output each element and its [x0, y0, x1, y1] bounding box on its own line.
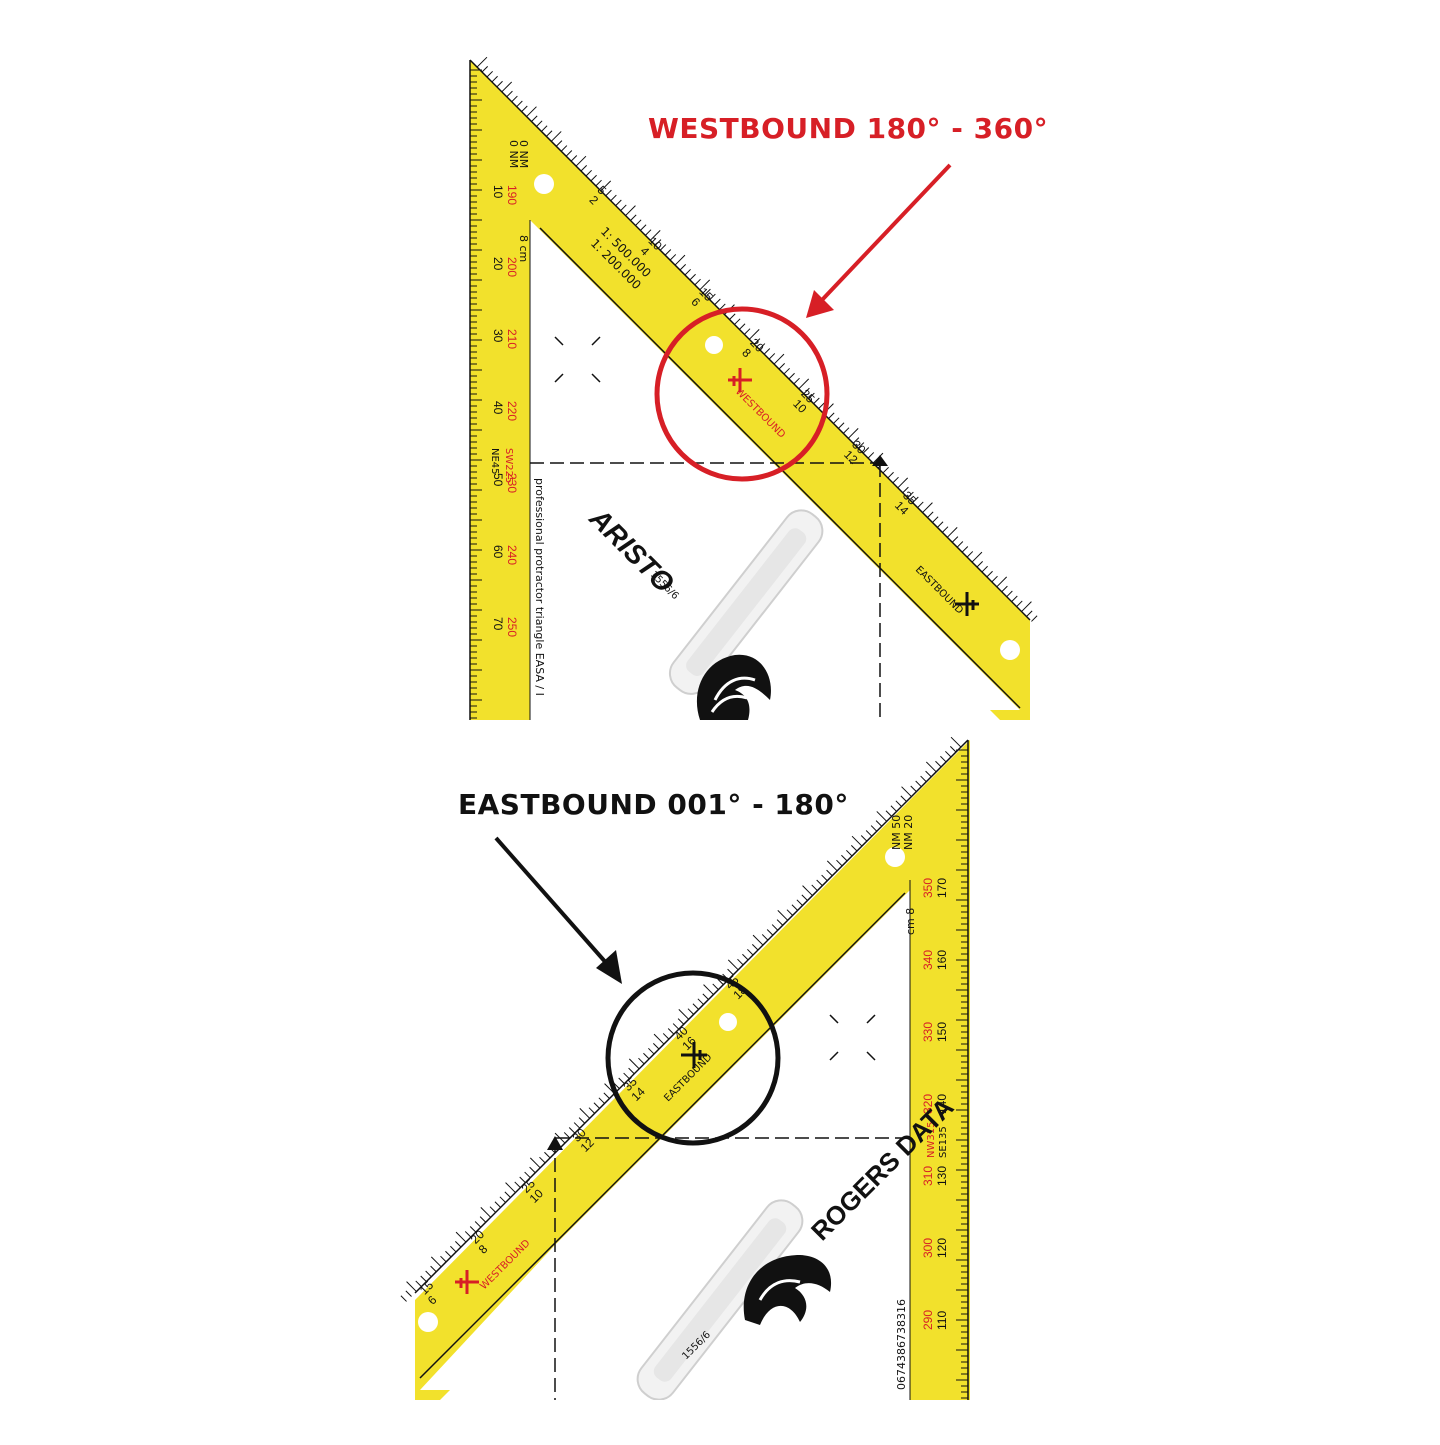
crosshair-icon	[829, 1014, 876, 1061]
compass-degree-label: 350	[921, 878, 935, 898]
nm-label: 0 NM	[517, 140, 530, 168]
compass-degree-label: 50	[491, 473, 505, 487]
direction-label: NW315	[926, 1122, 937, 1158]
compass-degree-label: 120	[935, 1238, 949, 1258]
nm-label: NM 20	[902, 815, 915, 850]
westbound-highlight-circle	[654, 306, 830, 482]
westbound-callout: WESTBOUND 180° - 360°	[648, 112, 1049, 145]
subtitle-label: professional protractor triangle EASA / …	[533, 478, 546, 696]
handle-icon	[668, 509, 824, 695]
compass-degree-label: 240	[505, 545, 519, 565]
eagle-logo-icon	[743, 1255, 832, 1325]
compass-degree-label: 340	[921, 950, 935, 970]
hole-icon	[719, 1013, 737, 1031]
compass-degree-label: 320	[921, 1094, 935, 1114]
compass-degree-label: 230	[505, 473, 519, 493]
cm-label: 8 cm	[517, 235, 530, 262]
eastbound-arrow-icon	[494, 836, 622, 984]
compass-degree-label: 60	[491, 545, 505, 559]
eastbound-plane-icon	[681, 1042, 707, 1068]
compass-degree-label: 330	[921, 1022, 935, 1042]
compass-degree-label: 300	[921, 1238, 935, 1258]
direction-label: NE45	[489, 448, 500, 475]
westbound-plane-icon	[455, 1270, 479, 1294]
hole-icon	[705, 336, 723, 354]
cm-label: cm 8	[904, 908, 917, 935]
hole-icon	[885, 847, 905, 867]
eastbound-highlight-circle	[605, 970, 781, 1146]
compass-degree-label: 290	[921, 1310, 935, 1330]
hole-icon	[1000, 640, 1020, 660]
hole-icon	[418, 1312, 438, 1332]
westbound-plane-icon	[728, 368, 752, 392]
compass-degree-label: 220	[505, 401, 519, 421]
nm-label: NM 50	[890, 815, 903, 850]
crosshair-icon	[554, 336, 601, 383]
compass-degree-label: 70	[491, 617, 505, 631]
bottom-protractor: EASTBOUND WESTBOUND NM 50 NM 20 cm 8 290…	[400, 736, 970, 1400]
compass-degree-label: 10	[491, 185, 505, 199]
direction-label: SE135	[938, 1126, 949, 1158]
compass-degree-label: 160	[935, 950, 949, 970]
top-protractor: WESTBOUND EASTBOUND 1: 500.000 1: 200.00…	[469, 56, 1038, 720]
compass-degree-label: 210	[505, 329, 519, 349]
compass-degree-label: 140	[935, 1094, 949, 1114]
compass-degree-label: 110	[935, 1311, 949, 1330]
nm-label: 0 NM	[507, 140, 520, 168]
barcode-label: 0674386738316	[895, 1299, 908, 1390]
direction-label: SW225	[503, 448, 514, 483]
compass-degree-label: 200	[505, 257, 519, 277]
westbound-arrow-icon	[806, 163, 952, 318]
eagle-logo-icon	[696, 654, 771, 720]
eastbound-plane-icon	[955, 592, 979, 616]
top-left-edge-ticks	[470, 69, 482, 719]
hole-icon	[534, 174, 554, 194]
eastbound-callout: EASTBOUND 001° - 180°	[458, 788, 849, 821]
bottom-hypotenuse-ticks	[400, 736, 962, 1302]
compass-degree-label: 40	[491, 401, 505, 415]
compass-degree-label: 130	[935, 1166, 949, 1186]
handle-icon	[636, 1199, 804, 1400]
compass-degree-label: 30	[491, 329, 505, 343]
compass-degree-label: 190	[505, 185, 519, 205]
bottom-right-edge-ticks	[956, 749, 968, 1399]
compass-degree-label: 150	[935, 1022, 949, 1042]
compass-degree-label: 310	[921, 1166, 935, 1186]
compass-degree-label: 20	[491, 257, 505, 271]
compass-degree-label: 250	[505, 617, 519, 637]
compass-degree-label: 170	[935, 878, 949, 898]
